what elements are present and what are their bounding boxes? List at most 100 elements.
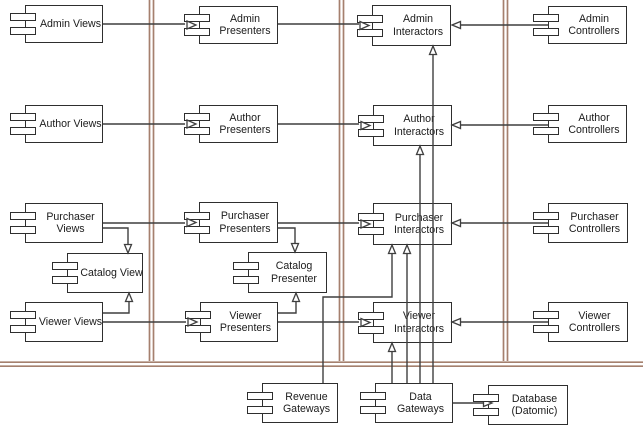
component-label: Admin Views: [39, 17, 102, 30]
component-label: Purchaser: [570, 210, 619, 223]
component-label: Controllers: [568, 124, 620, 136]
component-label: Interactors: [393, 224, 445, 236]
component-label: Author: [403, 113, 435, 125]
component-label: Revenue: [285, 390, 328, 403]
component-label: Interactors: [392, 25, 444, 38]
component-label: Author: [578, 111, 610, 124]
arrowhead-down-icon: [290, 242, 300, 254]
component-label: Viewer: [578, 309, 611, 322]
component-icon: [358, 128, 384, 137]
connector-purchaser-views-to-catalog-view: [103, 227, 129, 246]
component-label: Purchaser: [220, 210, 270, 222]
component-icon: [10, 127, 36, 135]
connector-viewer-views-to-catalog-view: [103, 300, 130, 314]
component-icon: [358, 114, 384, 123]
component-icon: [357, 14, 383, 23]
component-icon: [357, 28, 383, 37]
component-label: Interactors: [393, 125, 445, 138]
component-icon: [533, 226, 559, 234]
component-icon: [358, 227, 384, 235]
arrowhead-left-icon: [450, 218, 462, 228]
component-label: Author: [229, 111, 261, 124]
component-icon: [473, 408, 499, 416]
component-icon: [533, 325, 559, 333]
component-icon: [360, 406, 386, 414]
component-icon: [184, 211, 210, 220]
component-icon: [184, 113, 210, 121]
component-icon: [184, 225, 210, 234]
component-label: Gateways: [396, 403, 445, 415]
component-label: Controllers: [568, 322, 621, 334]
component-author-views: Author Views: [25, 105, 103, 143]
component-label: Viewer: [229, 309, 262, 322]
component-label: Purchaser: [394, 211, 444, 224]
component-label: Gateways: [282, 403, 331, 415]
component-icon: [533, 311, 559, 319]
component-label: Presenters: [219, 25, 271, 37]
component-database-datomic: Database(Datomic): [488, 385, 568, 425]
component-icon: [533, 28, 559, 36]
component-icon: [52, 262, 78, 270]
component-icon: [10, 13, 36, 21]
component-icon: [358, 213, 384, 221]
component-icon: [533, 127, 559, 135]
arrowhead-up-icon: [402, 243, 412, 255]
component-icon: [52, 276, 78, 284]
arrowhead-up-icon: [387, 341, 397, 353]
component-label: Views: [56, 223, 85, 235]
component-icon: [533, 14, 559, 22]
arrowhead-up-icon: [291, 291, 301, 303]
component-label: Presenters: [219, 322, 272, 334]
arrowhead-up-icon: [124, 291, 134, 303]
component-catalog-view: Catalog View: [67, 253, 143, 293]
component-icon: [184, 127, 210, 135]
arrowhead-up-icon: [387, 243, 397, 255]
component-label: Admin: [402, 13, 434, 25]
component-label: Controllers: [568, 223, 621, 235]
arrowhead-left-icon: [450, 20, 462, 30]
component-icon: [233, 275, 259, 284]
component-label: Controllers: [568, 25, 620, 37]
arrowhead-up-icon: [415, 144, 425, 156]
arrowhead-left-icon: [450, 317, 462, 327]
component-icon: [184, 28, 210, 36]
component-label: Database: [511, 392, 558, 405]
component-icon: [185, 325, 211, 333]
component-icon: [473, 394, 499, 402]
component-icon: [10, 212, 36, 220]
component-label: Author Views: [39, 117, 102, 130]
component-viewer-views: Viewer Views: [25, 302, 103, 342]
component-icon: [10, 27, 36, 35]
component-label: Viewer Views: [38, 315, 103, 328]
component-label: Presenters: [219, 222, 271, 235]
component-icon: [184, 14, 210, 22]
component-icon: [233, 261, 259, 270]
connector-purchaser-presenters-to-catalog-presenter: [278, 227, 296, 245]
component-icon: [185, 311, 211, 319]
component-icon: [247, 392, 273, 400]
component-icon: [358, 325, 384, 334]
component-icon: [533, 212, 559, 220]
arrowhead-up-icon: [428, 44, 438, 56]
component-label: Interactors: [393, 322, 445, 335]
component-icon: [10, 311, 36, 319]
arrowhead-down-icon: [123, 243, 133, 255]
component-icon: [10, 113, 36, 121]
component-label: Admin: [229, 12, 261, 25]
component-label: Catalog: [275, 260, 313, 272]
